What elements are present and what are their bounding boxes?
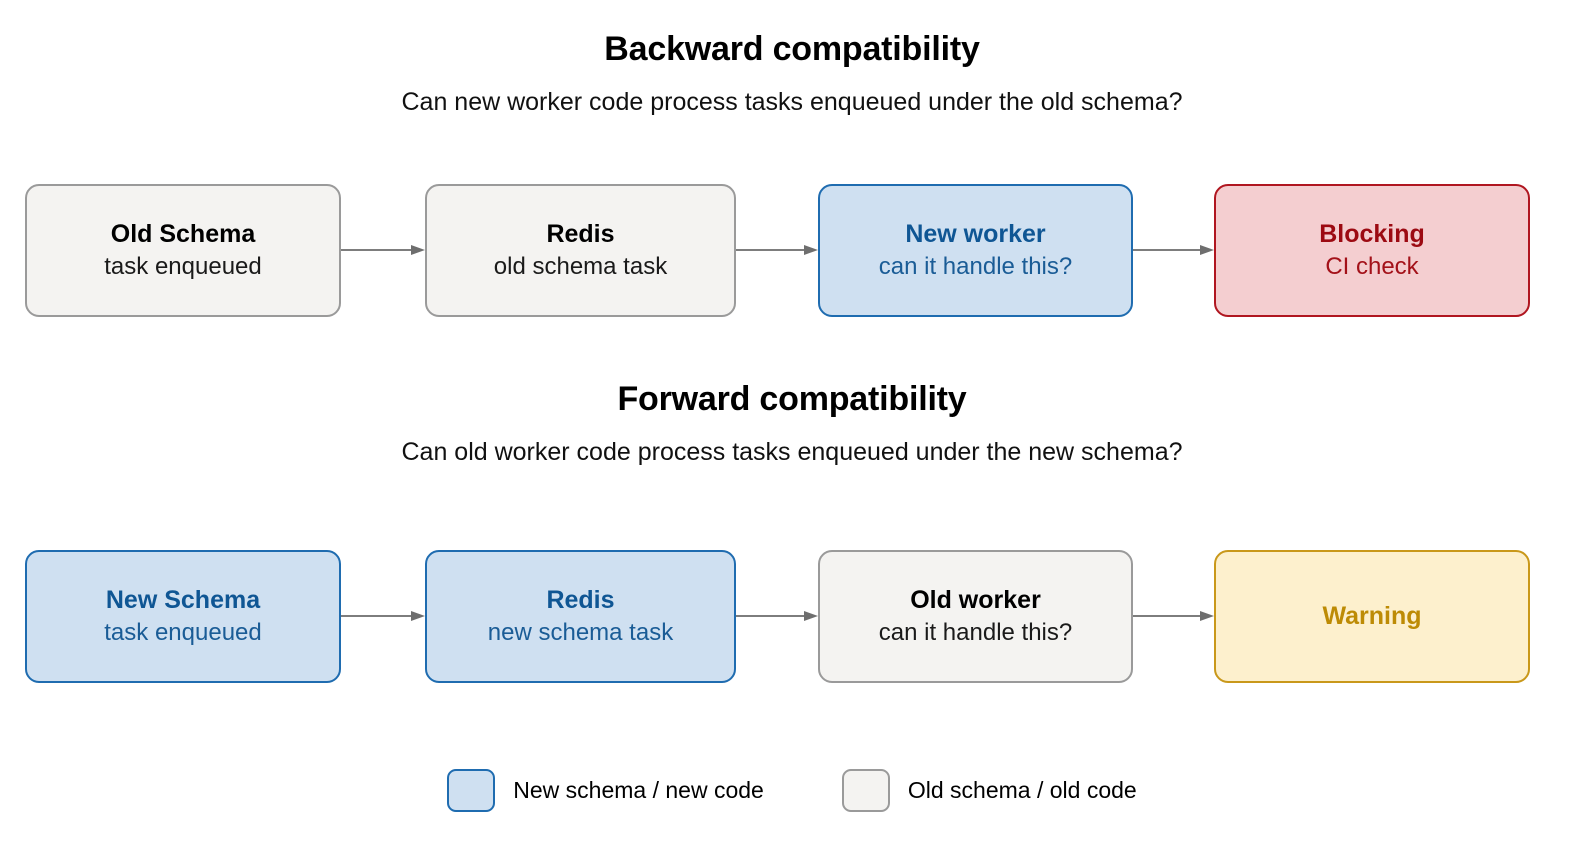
node-old-worker[interactable]: Old worker can it handle this? [818, 550, 1133, 683]
node-old-worker-subtitle: can it handle this? [878, 618, 1073, 646]
node-blocking-ci[interactable]: Blocking CI check [1214, 184, 1530, 317]
node-redis-new-title: Redis [546, 586, 615, 615]
legend-label-new: New schema / new code [513, 776, 764, 803]
forward-section-subtitle: Can old worker code process tasks enqueu… [401, 438, 1183, 466]
legend-label-old: Old schema / old code [907, 776, 1137, 803]
node-old-schema-title: Old Schema [110, 220, 256, 249]
arrow-new-schema-to-redis [341, 610, 425, 622]
node-new-schema-subtitle: task enqueued [104, 618, 262, 646]
arrow-redis-to-old-worker [736, 610, 818, 622]
legend-item-new: New schema / new code [447, 768, 764, 812]
arrow-old-schema-to-redis [341, 244, 425, 256]
node-blocking-ci-title: Blocking [1319, 220, 1425, 249]
arrow-new-worker-to-blocking [1133, 244, 1214, 256]
node-redis-old-title: Redis [546, 220, 615, 249]
backward-flow-row: Old Schema task enqueued Redis old schem… [0, 184, 1584, 319]
arrow-redis-to-new-worker [736, 244, 818, 256]
node-warning[interactable]: Warning [1214, 550, 1530, 683]
node-redis-new-subtitle: new schema task [487, 618, 674, 646]
node-redis-old[interactable]: Redis old schema task [425, 184, 736, 317]
node-old-schema[interactable]: Old Schema task enqueued [25, 184, 341, 317]
legend-item-old: Old schema / old code [841, 768, 1137, 812]
backward-section-subtitle: Can new worker code process tasks enqueu… [401, 88, 1183, 116]
node-new-schema[interactable]: New Schema task enqueued [25, 550, 341, 683]
forward-section-title: Forward compatibility [617, 380, 967, 418]
node-new-worker[interactable]: New worker can it handle this? [818, 184, 1133, 317]
node-redis-old-subtitle: old schema task [493, 252, 668, 280]
node-warning-title: Warning [1322, 601, 1422, 630]
node-new-schema-title: New Schema [105, 586, 261, 615]
legend: New schema / new code Old schema / old c… [0, 760, 1584, 820]
arrow-old-worker-to-warning [1133, 610, 1214, 622]
node-redis-new[interactable]: Redis new schema task [425, 550, 736, 683]
node-old-worker-title: Old worker [910, 586, 1041, 615]
node-new-worker-title: New worker [905, 220, 1046, 249]
node-old-schema-subtitle: task enqueued [104, 252, 262, 280]
node-blocking-ci-subtitle: CI check [1325, 252, 1419, 280]
forward-flow-row: New Schema task enqueued Redis new schem… [0, 550, 1584, 685]
legend-swatch-new-icon [447, 768, 496, 812]
node-new-worker-subtitle: can it handle this? [878, 252, 1073, 280]
legend-swatch-old-icon [841, 768, 890, 812]
backward-section-title: Backward compatibility [604, 30, 980, 68]
